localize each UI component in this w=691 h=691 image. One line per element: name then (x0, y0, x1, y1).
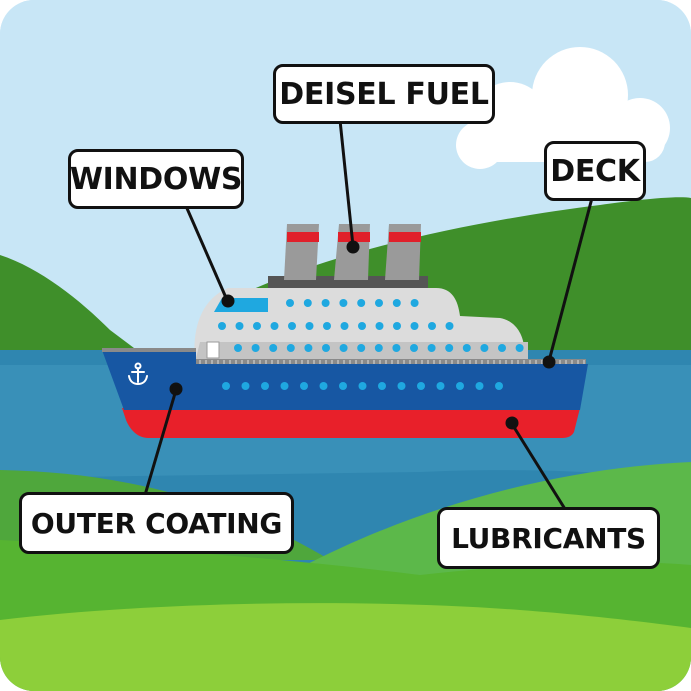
porthole (357, 299, 366, 307)
porthole (495, 382, 503, 390)
porthole (358, 382, 367, 390)
leader-dot-lub (505, 416, 519, 430)
leader-line-windows (184, 205, 229, 301)
porthole (280, 382, 289, 390)
leader-line-fuel (338, 119, 355, 247)
mid-windows (218, 322, 454, 330)
porthole (222, 382, 230, 390)
porthole (253, 322, 261, 330)
porthole (323, 322, 331, 330)
porthole (340, 322, 349, 330)
porthole (270, 322, 279, 330)
porthole (339, 382, 347, 390)
leader-dot-outer (169, 382, 183, 396)
leader-lines (143, 119, 594, 510)
porthole (303, 299, 312, 307)
hull-blue (102, 350, 588, 410)
label-deck: DECK (544, 141, 646, 201)
porthole (436, 382, 445, 390)
porthole (498, 344, 506, 352)
porthole (378, 382, 386, 390)
porthole (358, 322, 366, 330)
porthole (392, 344, 401, 352)
label-lubricants: LUBRICANTS (437, 507, 660, 569)
hull-portholes (222, 382, 503, 390)
porthole (427, 344, 436, 352)
label-windows: WINDOWS (68, 149, 244, 209)
porthole (375, 299, 383, 307)
porthole (410, 322, 419, 330)
porthole (286, 299, 294, 307)
leader-dot-windows (221, 294, 235, 308)
porthole (392, 299, 401, 307)
porthole (261, 382, 269, 390)
porthole (397, 382, 406, 390)
porthole (288, 322, 296, 330)
porthole (339, 344, 348, 352)
porthole (374, 344, 383, 352)
porthole (304, 344, 313, 352)
porthole (235, 322, 244, 330)
porthole (339, 299, 348, 307)
porthole (322, 344, 330, 352)
hull-red (122, 408, 580, 438)
porthole (321, 299, 330, 307)
porthole (305, 322, 314, 330)
leader-dot-deck (542, 355, 556, 369)
porthole (393, 322, 401, 330)
porthole (241, 382, 250, 390)
funnels (268, 224, 428, 288)
door (206, 341, 220, 359)
porthole (269, 344, 278, 352)
porthole (357, 344, 366, 352)
low-windows (234, 344, 524, 352)
porthole (475, 382, 484, 390)
porthole (251, 344, 260, 352)
porthole (375, 322, 384, 330)
upper-windows (286, 299, 419, 307)
porthole (417, 382, 425, 390)
leader-line-outer (143, 389, 178, 496)
porthole (480, 344, 489, 352)
porthole (445, 344, 454, 352)
hill-front-light (0, 603, 691, 691)
anchor-icon (128, 362, 148, 386)
porthole (410, 344, 418, 352)
porthole (410, 299, 419, 307)
porthole (445, 322, 454, 330)
label-outer-coating: OUTER COATING (19, 492, 294, 554)
leader-line-deck (547, 197, 594, 362)
deck-rail (196, 359, 586, 366)
leader-line-lub (510, 423, 567, 510)
porthole (428, 322, 436, 330)
porthole (218, 322, 226, 330)
hull-top-stripe (102, 348, 196, 352)
label-deisel-fuel: DEISEL FUEL (273, 64, 495, 124)
superstructure-shadow (195, 342, 528, 362)
leader-dot-fuel (346, 240, 360, 254)
porthole (319, 382, 328, 390)
porthole (515, 344, 524, 352)
porthole (300, 382, 308, 390)
porthole (234, 344, 242, 352)
porthole (456, 382, 464, 390)
porthole (286, 344, 295, 352)
porthole (462, 344, 471, 352)
hill-back-left (0, 255, 150, 360)
